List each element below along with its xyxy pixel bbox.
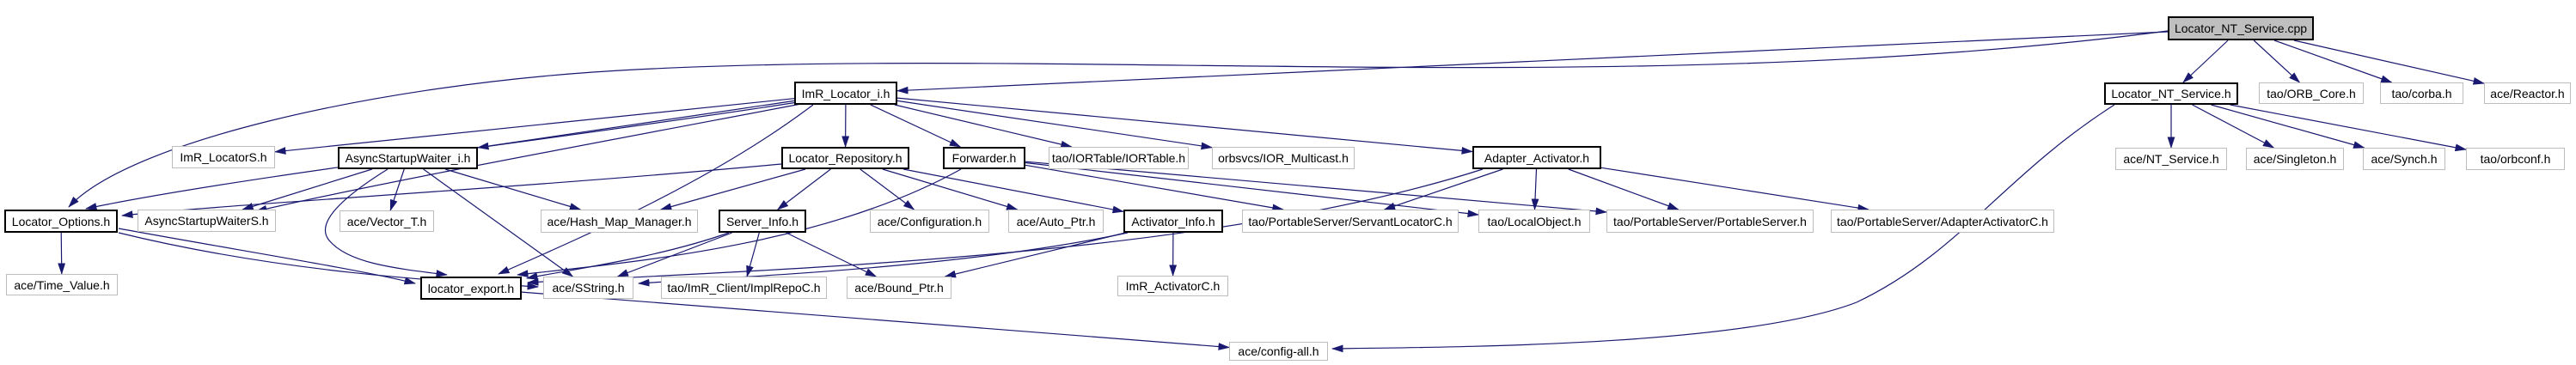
edge-imr-locator-i-h--locator-export-h: [498, 104, 814, 275]
edge-imr-locator-i-h--forwarder-h: [870, 104, 962, 148]
node-tao-localobject-h[interactable]: tao/LocalObject.h: [1478, 210, 1590, 233]
node-locator-nt-service-h[interactable]: Locator_NT_Service.h: [2104, 82, 2238, 105]
edge-server-info-h--ace-bound-ptr-h: [786, 232, 878, 277]
edge-locator-options-h--ace-time-value-h: [58, 232, 66, 275]
edge-locator-repository-h--ace-auto-ptr-h: [882, 168, 1019, 210]
node-activator-info-h[interactable]: Activator_Info.h: [1123, 210, 1223, 233]
edge-activator-info-h--ace-bound-ptr-h: [944, 232, 1126, 278]
edge-locator-nt-service-cpp--locator-nt-service-h: [2182, 40, 2229, 83]
edge-imr-locator-i-h--orbsvcs-ior-multicast-h: [896, 100, 1213, 150]
edge-imr-locator-i-h--tao-iortable-h: [894, 104, 1073, 149]
edge-asyncstartupwaiter-i-h--ace-sstring-h: [423, 168, 574, 277]
edge-imr-locator-i-h--adapter-activator-h: [896, 97, 1473, 155]
node-ace-sstring-h[interactable]: ace/SString.h: [543, 277, 633, 299]
node-ace-bound-ptr-h[interactable]: ace/Bound_Ptr.h: [847, 277, 951, 299]
node-ace-reactor-h[interactable]: ace/Reactor.h: [2484, 82, 2571, 104]
edge-adapter-activator-h--tao-portableserver-h: [1568, 168, 1680, 210]
node-ace-hash-map-manager-h[interactable]: ace/Hash_Map_Manager.h: [541, 210, 698, 233]
node-imr-locator-i-h[interactable]: ImR_Locator_i.h: [794, 82, 897, 105]
edge-locator-nt-service-h--ace-synch-h: [2211, 104, 2365, 149]
node-tao-servantlocatorc-h[interactable]: tao/PortableServer/ServantLocatorC.h: [1242, 210, 1459, 233]
node-asyncstartupwaiter-i-h[interactable]: AsyncStartupWaiter_i.h: [338, 147, 478, 169]
node-tao-orbconf-h[interactable]: tao/orbconf.h: [2466, 148, 2565, 170]
edge-locator-export-h--ace-config-all-h: [521, 291, 1230, 350]
edge-imr-locator-i-h--asyncstartupwaiter-i-h: [477, 100, 795, 150]
node-tao-portableserver-h[interactable]: tao/PortableServer/PortableServer.h: [1606, 210, 1814, 233]
node-ace-time-value-h[interactable]: ace/Time_Value.h: [6, 274, 118, 295]
edge-adapter-activator-h--tao-servantlocatorc-h: [1383, 168, 1503, 210]
edge-asyncstartupwaiter-i-h--ace-hash-map-manager-h: [444, 168, 582, 210]
node-imr-activatorc-h[interactable]: ImR_ActivatorC.h: [1117, 276, 1228, 296]
edge-adapter-activator-h--tao-localobject-h: [1531, 168, 1539, 210]
edge-locator-nt-service-h--ace-singleton-h: [2192, 104, 2275, 149]
node-asyncstartupwaiters-h[interactable]: AsyncStartupWaiterS.h: [138, 210, 276, 232]
edge-locator-nt-service-cpp--tao-corba-h: [2273, 40, 2393, 83]
edge-forwarder-h--tao-portableserver-h: [1025, 161, 1607, 216]
node-adapter-activator-h[interactable]: Adapter_Activator.h: [1472, 146, 1601, 169]
edge-locator-repository-h--ace-configuration-h: [860, 168, 915, 210]
edge-server-info-h--locator-export-h: [526, 232, 730, 280]
node-orbsvcs-ior-multicast-h[interactable]: orbsvcs/IOR_Multicast.h: [1212, 147, 1355, 169]
edge-adapter-activator-h--tao-adapteractivatorc-h: [1600, 167, 1869, 212]
edge-asyncstartupwaiter-i-h--ace-vector-t-h: [389, 168, 405, 211]
node-forwarder-h[interactable]: Forwarder.h: [943, 147, 1025, 169]
edge-locator-nt-service-cpp--imr-locator-i-h: [896, 31, 2169, 94]
node-ace-vector-t-h[interactable]: ace/Vector_T.h: [340, 210, 434, 232]
edge-locator-nt-service-h--ace-config-all-h: [1331, 104, 2115, 353]
node-locator-repository-h[interactable]: Locator_Repository.h: [781, 147, 909, 169]
edge-imr-locator-i-h--imr-locators-h: [274, 98, 795, 155]
edge-locator-nt-service-cpp--tao-orb-core-h: [2253, 40, 2301, 83]
node-tao-orb-core-h[interactable]: tao/ORB_Core.h: [2259, 82, 2364, 104]
edge-locator-repository-h--activator-info-h: [903, 168, 1124, 214]
node-tao-adapteractivatorc-h[interactable]: tao/PortableServer/AdapterActivatorC.h: [1831, 210, 2054, 233]
node-ace-synch-h[interactable]: ace/Synch.h: [2363, 148, 2445, 170]
edge-locator-repository-h--server-info-h: [776, 168, 831, 210]
node-imr-locators-h[interactable]: ImR_LocatorS.h: [172, 146, 275, 168]
node-locator-export-h[interactable]: locator_export.h: [420, 277, 522, 300]
edge-locator-nt-service-cpp--ace-reactor-h: [2293, 40, 2485, 85]
node-server-info-h[interactable]: Server_Info.h: [719, 210, 806, 233]
edge-locator-nt-service-cpp--locator-options-h: [68, 30, 2169, 208]
edge-asyncstartupwaiter-i-h--asyncstartupwaiters-h: [242, 168, 372, 210]
edge-locator-repository-h--ace-hash-map-manager-h: [659, 168, 806, 210]
edge-forwarder-h--tao-servantlocatorc-h: [1025, 164, 1284, 212]
node-tao-iortable-h[interactable]: tao/IORTable/IORTable.h: [1049, 147, 1189, 169]
edge-forwarder-h--tao-localobject-h: [1025, 161, 1479, 217]
node-locator-nt-service-cpp[interactable]: Locator_NT_Service.cpp: [2168, 16, 2314, 40]
node-ace-configuration-h[interactable]: ace/Configuration.h: [870, 210, 989, 233]
edge-locator-nt-service-h--tao-orbconf-h: [2230, 104, 2467, 152]
node-ace-nt-service-h[interactable]: ace/NT_Service.h: [2115, 148, 2227, 170]
node-locator-options-h[interactable]: Locator_Options.h: [4, 210, 118, 233]
node-tao-corba-h[interactable]: tao/corba.h: [2380, 82, 2463, 104]
node-ace-singleton-h[interactable]: ace/Singleton.h: [2246, 148, 2344, 170]
edge-forwarder-h--locator-export-h: [517, 168, 962, 278]
edge-imr-locator-i-h--asyncstartupwaiters-h: [255, 103, 802, 213]
node-ace-auto-ptr-h[interactable]: ace/Auto_Ptr.h: [1008, 210, 1104, 233]
edge-server-info-h--ace-sstring-h: [616, 232, 732, 277]
edge-locator-options-h--locator-export-h: [118, 228, 416, 285]
node-ace-config-all-h[interactable]: ace/config-all.h: [1229, 342, 1328, 361]
node-tao-implrepoc-h[interactable]: tao/ImR_Client/ImplRepoC.h: [661, 277, 827, 299]
edge-server-info-h--tao-implrepoc-h: [746, 232, 760, 277]
